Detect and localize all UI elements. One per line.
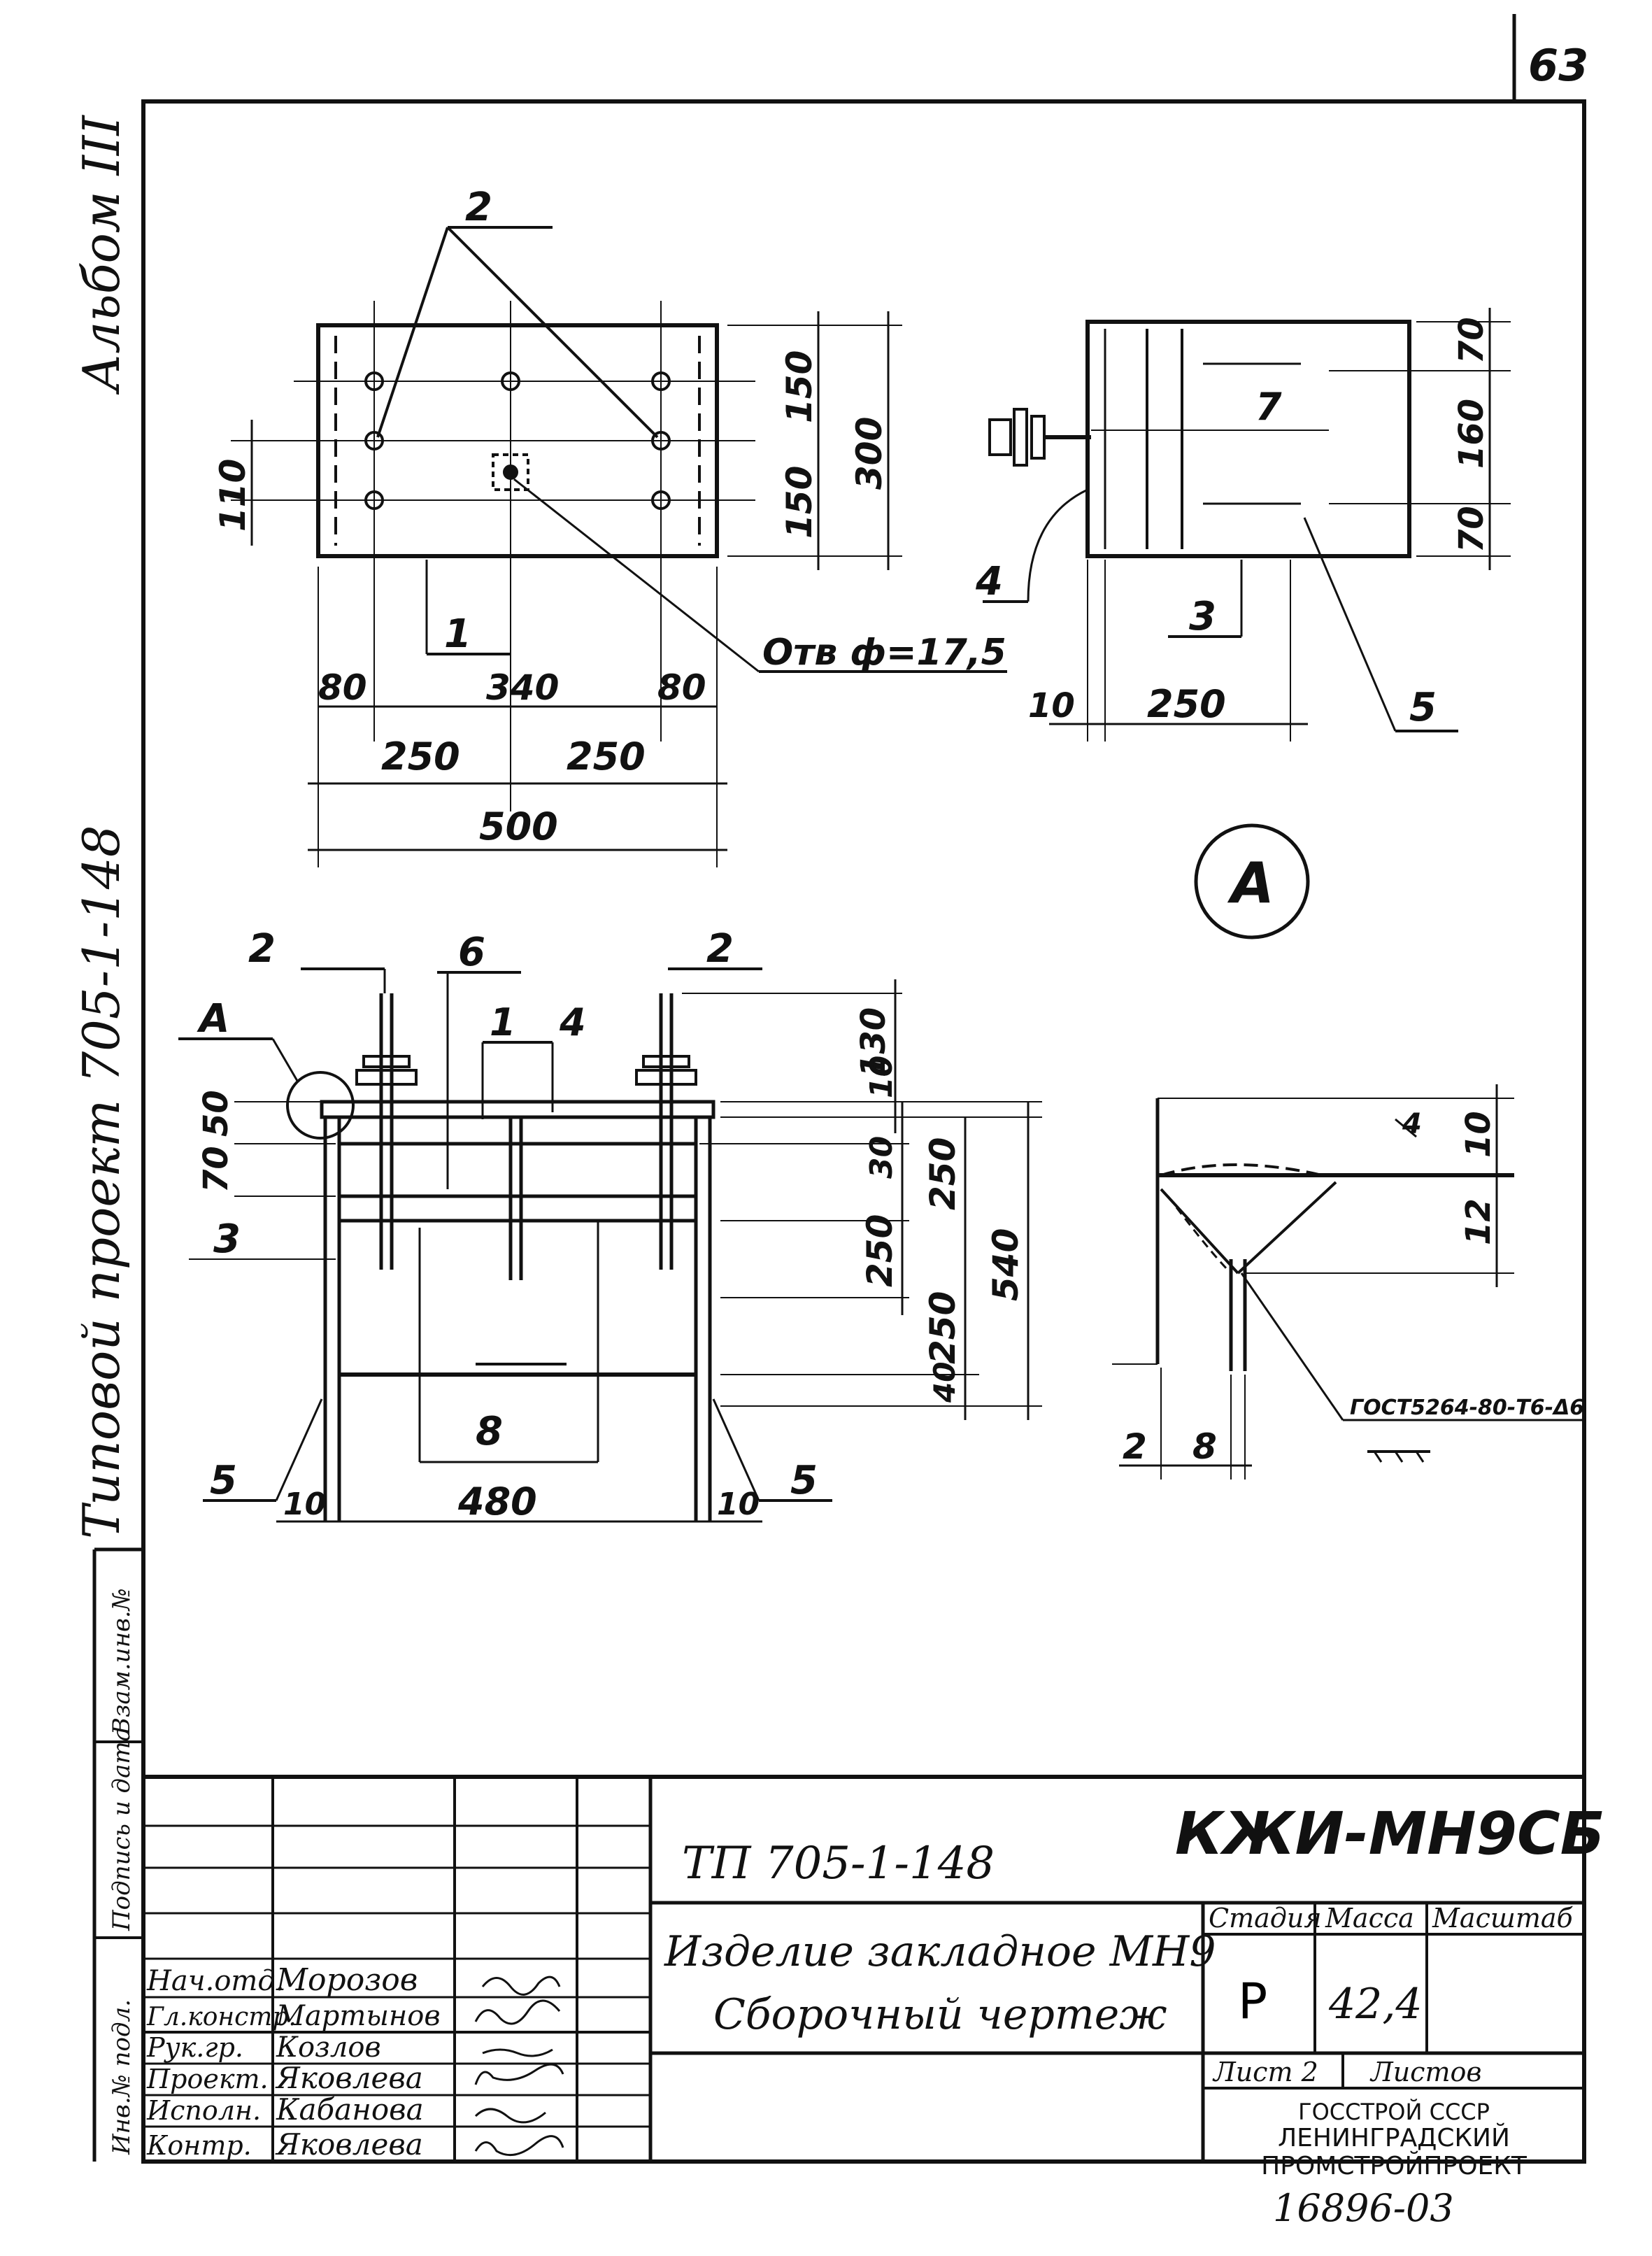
front-dim-250-b: 250 bbox=[860, 1214, 900, 1287]
front-dim-50: 50 bbox=[197, 1090, 236, 1137]
staff-role: Рук.гр. bbox=[146, 2032, 243, 2063]
staff-name: Морозов bbox=[276, 1962, 418, 1998]
side-view bbox=[983, 308, 1511, 742]
staff-name: Яковлева bbox=[275, 2127, 423, 2162]
front-pos-A: A bbox=[197, 996, 229, 1042]
detailA-dim-8: 8 bbox=[1192, 1426, 1217, 1467]
stamp-cell-repl: Взам.инв.№ bbox=[108, 1588, 136, 1736]
front-dim-70: 70 bbox=[197, 1146, 236, 1193]
front-pos-4: 4 bbox=[559, 1000, 586, 1044]
plan-dim-300: 300 bbox=[849, 417, 890, 490]
side-dim-250: 250 bbox=[1147, 682, 1226, 726]
plan-dim-250-right: 250 bbox=[567, 735, 646, 779]
tb-org-line2: ЛЕНИНГРАДСКИЙ bbox=[1278, 2123, 1510, 2152]
plan-dim-340: 340 bbox=[486, 667, 559, 708]
front-dim-10-right: 10 bbox=[717, 1487, 760, 1522]
side-dim-70-top: 70 bbox=[1452, 317, 1491, 364]
staff-name: Козлов bbox=[276, 2031, 381, 2064]
front-dim-250-a: 250 bbox=[923, 1137, 963, 1210]
staff-role: Исполн. bbox=[146, 2095, 261, 2126]
side-pos-4: 4 bbox=[975, 559, 1003, 604]
detailA-dim-10: 10 bbox=[1459, 1111, 1498, 1158]
front-pos-8: 8 bbox=[476, 1409, 503, 1454]
plan-pos-1: 1 bbox=[444, 611, 471, 657]
front-dim-130: 130 bbox=[854, 1007, 893, 1077]
plan-dim-80-left: 80 bbox=[318, 667, 367, 708]
tb-title-line1: Изделие закладное МН9 bbox=[664, 1927, 1216, 1976]
tb-scale-header: Масштаб bbox=[1432, 1903, 1574, 1934]
staff-role: Контр. bbox=[146, 2130, 252, 2161]
staff-name: Яковлева bbox=[275, 2061, 423, 2095]
staff-name: Мартынов bbox=[276, 2000, 441, 2032]
side-pos-5: 5 bbox=[1409, 685, 1437, 730]
plan-dim-110: 110 bbox=[213, 459, 253, 532]
side-album-label: Альбом III bbox=[72, 115, 131, 395]
tb-sheet-label: Лист 2 bbox=[1212, 2057, 1318, 2087]
side-pos-3: 3 bbox=[1189, 594, 1216, 639]
front-pos-2-right: 2 bbox=[706, 926, 734, 972]
callout-A-label: A bbox=[1227, 851, 1274, 916]
front-dim-480: 480 bbox=[457, 1480, 537, 1524]
front-pos-3: 3 bbox=[213, 1216, 241, 1262]
detail-A bbox=[1112, 1084, 1584, 1480]
sheet-frame bbox=[141, 14, 1586, 2164]
staff-role: Проект. bbox=[146, 2064, 269, 2094]
stamp-cell-sign: Подпись и дата bbox=[108, 1727, 136, 1931]
front-dim-540: 540 bbox=[985, 1228, 1026, 1301]
front-pos-2-left: 2 bbox=[248, 926, 276, 972]
tb-org-line3: ПРОМСТРОЙПРОЕКТ bbox=[1261, 2151, 1528, 2180]
front-pos-1: 1 bbox=[490, 1000, 516, 1044]
tb-stage-header: Стадия bbox=[1209, 1903, 1321, 1934]
tb-drawing-code: КЖИ-МН9СБ bbox=[1175, 1799, 1605, 1868]
sheet-number: 63 bbox=[1528, 40, 1588, 91]
side-dim-160: 160 bbox=[1452, 399, 1491, 469]
side-dim-70-bottom: 70 bbox=[1452, 506, 1491, 553]
signatures bbox=[474, 1975, 564, 2157]
tb-mass-value: 42,4 bbox=[1328, 1980, 1423, 2029]
staff-role: Нач.отд. bbox=[146, 1965, 284, 1997]
plan-dim-500: 500 bbox=[479, 804, 558, 849]
tb-org-line1: ГОССТРОЙ СССР bbox=[1298, 2099, 1490, 2125]
detailA-dim-2: 2 bbox=[1123, 1426, 1147, 1467]
staff-role: Гл.констр. bbox=[146, 2003, 297, 2031]
plan-hole-label: Отв ф=17,5 bbox=[762, 632, 1006, 674]
tb-mass-header: Масса bbox=[1325, 1903, 1414, 1934]
side-pos-7: 7 bbox=[1255, 385, 1282, 429]
left-stamp bbox=[92, 1547, 143, 2162]
front-dim-250-c: 250 bbox=[923, 1291, 963, 1364]
front-dim-30: 30 bbox=[864, 1136, 899, 1179]
tb-sheets-label: Листов bbox=[1369, 2057, 1482, 2087]
stamp-cell-inv: Инв.№ подл. bbox=[108, 1999, 136, 2155]
bottom-number: 16896-03 bbox=[1273, 2186, 1454, 2230]
detailA-weld-leg: 4 bbox=[1402, 1108, 1422, 1140]
tb-project-code: ТП 705-1-148 bbox=[682, 1838, 995, 1889]
plan-leader-2: 2 bbox=[465, 185, 492, 230]
front-pos-6: 6 bbox=[458, 930, 485, 975]
detailA-dim-12: 12 bbox=[1459, 1198, 1498, 1245]
front-view bbox=[178, 967, 1042, 1523]
staff-name: Кабанова bbox=[276, 2092, 424, 2127]
plan-view bbox=[231, 226, 1007, 867]
front-dim-10-left: 10 bbox=[283, 1487, 326, 1522]
title-block bbox=[143, 1775, 1584, 2162]
side-project-label: Типовой проект 705-1-148 bbox=[72, 825, 131, 1539]
front-dim-10-top: 10 bbox=[864, 1056, 899, 1098]
front-dim-40: 40 bbox=[927, 1362, 962, 1403]
detailA-weld-note: ГОСТ5264-80-Т6-Δ6 bbox=[1350, 1396, 1584, 1420]
callout-A-circle bbox=[1194, 823, 1310, 939]
plan-dim-150-top: 150 bbox=[779, 350, 820, 423]
side-dim-10: 10 bbox=[1028, 686, 1075, 725]
plan-dim-150-bottom: 150 bbox=[779, 466, 820, 539]
front-pos-5-left: 5 bbox=[210, 1458, 237, 1503]
plan-dim-80-right: 80 bbox=[657, 667, 706, 708]
front-pos-5-right: 5 bbox=[790, 1458, 818, 1503]
tb-title-line2: Сборочный чертеж bbox=[713, 1990, 1167, 2039]
tb-stage-value: Р bbox=[1238, 1973, 1267, 2030]
plan-dim-250-left: 250 bbox=[381, 735, 460, 779]
